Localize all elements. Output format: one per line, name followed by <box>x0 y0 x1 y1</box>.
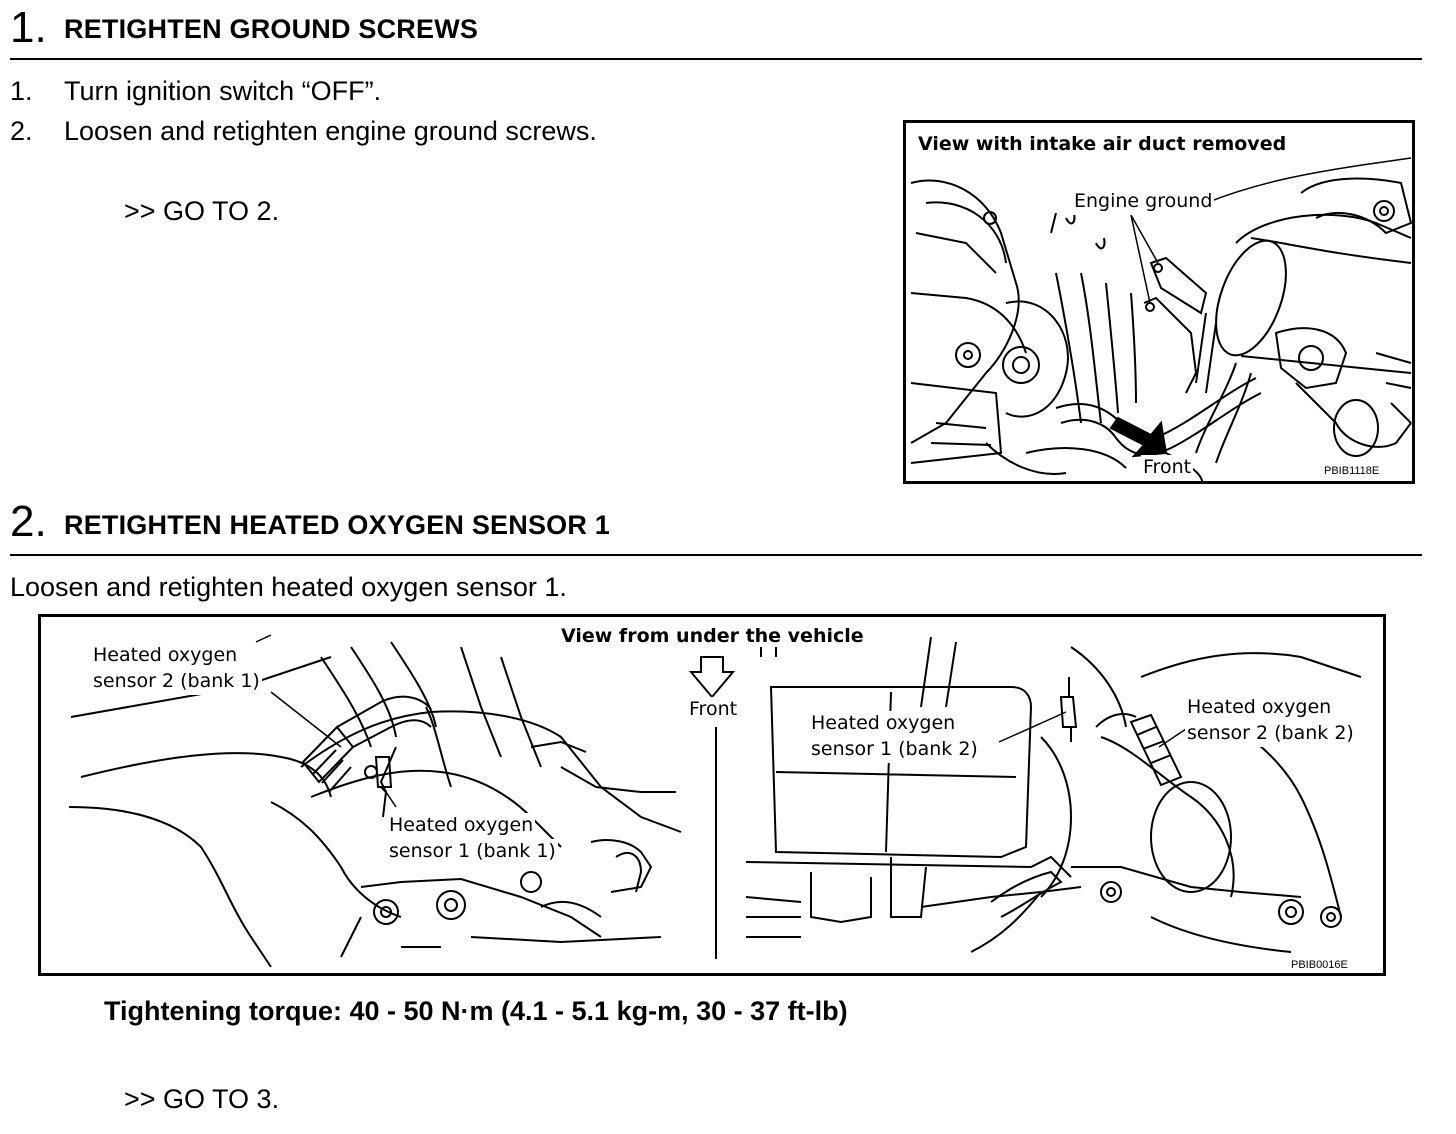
front-label: Front <box>1141 455 1194 481</box>
ho2s2-bank2-label-line-1: Heated oxygen <box>1185 695 1334 721</box>
ho2s1-bank1-label-line-1: Heated oxygen <box>387 813 536 839</box>
figure-code-2: PBIB0016E <box>1291 959 1348 971</box>
ho2s2-bank1-label-line-2: sensor 2 (bank 1) <box>91 669 262 695</box>
oxygen-sensor-drawing <box>68 634 1362 968</box>
ho2s1-bank2-label-line-2: sensor 1 (bank 2) <box>809 737 980 763</box>
step-1-title: RETIGHTEN GROUND SCREWS <box>64 14 479 44</box>
step-2-divider <box>10 554 1422 556</box>
step-1-goto: >> GO TO 2. <box>124 196 280 226</box>
oxygen-sensor-figure: View from under the vehicle Heated oxyge… <box>38 614 1386 976</box>
ho2s1-bank2-label-line-1: Heated oxygen <box>809 711 958 737</box>
step-2-number: 2. <box>10 497 47 546</box>
front-label-2: Front <box>687 697 740 723</box>
engine-ground-figure-title: View with intake air duct removed <box>918 133 1287 155</box>
step-1-item-1-number: 1. <box>10 76 33 106</box>
step-1-divider <box>10 58 1422 60</box>
figure-code: PBIB1118E <box>1324 465 1380 477</box>
oxygen-figure-title: View from under the vehicle <box>561 625 864 647</box>
tightening-torque: Tightening torque: 40 - 50 N·m (4.1 - 5.… <box>104 996 848 1026</box>
engine-ground-label: Engine ground <box>1072 189 1215 215</box>
ho2s2-bank1-label-line-1: Heated oxygen <box>91 643 240 669</box>
step-2-goto: >> GO TO 3. <box>124 1084 280 1114</box>
step-1-item-2-text: Loosen and retighten engine ground screw… <box>64 116 597 146</box>
step-1-item-1-text: Turn ignition switch “OFF”. <box>64 76 382 106</box>
ho2s1-bank1-label-line-2: sensor 1 (bank 1) <box>387 839 558 865</box>
step-1-item-2-number: 2. <box>10 116 33 146</box>
engine-ground-drawing <box>910 157 1412 481</box>
step-2-title: RETIGHTEN HEATED OXYGEN SENSOR 1 <box>64 510 610 540</box>
step-1-number: 1. <box>10 3 47 52</box>
step-2-instruction: Loosen and retighten heated oxygen senso… <box>10 572 567 602</box>
ho2s2-bank2-label-line-2: sensor 2 (bank 2) <box>1185 721 1356 747</box>
engine-ground-figure: View with intake air duct removed Engine… <box>903 120 1415 484</box>
